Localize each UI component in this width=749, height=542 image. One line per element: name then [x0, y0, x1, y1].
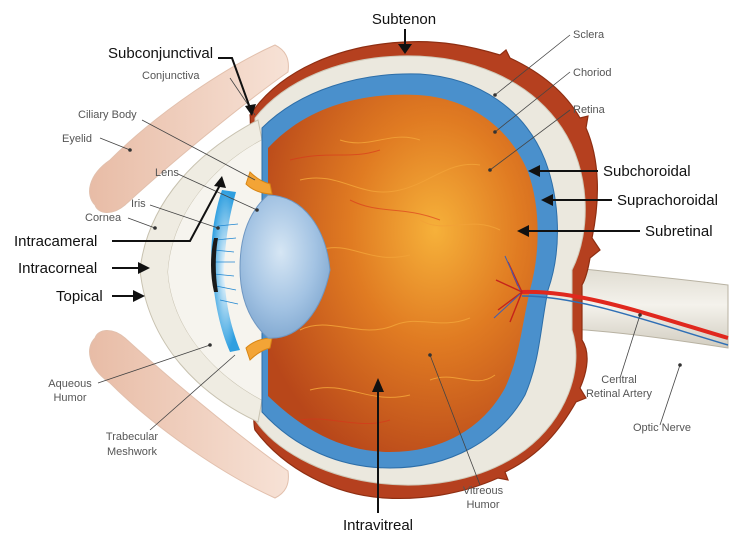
label-vitreous-humor-1: Vitreous [463, 485, 504, 497]
label-sclera: Sclera [573, 29, 605, 41]
label-optic-nerve: Optic Nerve [633, 422, 691, 434]
iris [211, 190, 240, 352]
route-suprachoroidal: Suprachoroidal [617, 192, 718, 209]
label-cornea: Cornea [85, 212, 122, 224]
label-iris: Iris [131, 198, 146, 210]
label-aqueous-humor-2: Humor [53, 392, 86, 404]
vitreous-body [268, 94, 538, 452]
pupil [211, 238, 218, 292]
route-intravitreal: Intravitreal [343, 517, 413, 534]
label-ciliary-body: Ciliary Body [78, 109, 137, 121]
central-retinal-artery [521, 289, 729, 340]
label-choriod: Choriod [573, 67, 612, 79]
leader-dots [128, 93, 682, 367]
label-eyelid: Eyelid [62, 133, 92, 145]
route-subconjunctival: Subconjunctival [108, 45, 213, 62]
upper-eyelid [89, 44, 289, 213]
route-intracorneal: Intracorneal [18, 260, 97, 277]
label-retina: Retina [573, 104, 606, 116]
label-central-retinal-artery-2: Retinal Artery [586, 388, 653, 400]
lens [239, 194, 331, 339]
route-subchoroidal: Subchoroidal [603, 163, 691, 180]
leader-lines [97, 34, 681, 486]
iris-fibers [213, 223, 239, 305]
label-central-retinal-artery-1: Central [601, 374, 636, 386]
label-conjunctiva: Conjunctiva [142, 70, 200, 82]
label-aqueous-humor-1: Aqueous [48, 378, 92, 390]
label-trabecular-meshwork-2: Meshwork [107, 446, 158, 458]
route-intracameral: Intracameral [14, 233, 97, 250]
route-topical: Topical [56, 288, 103, 305]
route-subretinal: Subretinal [645, 223, 713, 240]
retinal-vessels [299, 136, 501, 398]
route-arrows [112, 29, 640, 513]
ciliary-body-upper [245, 171, 273, 195]
lower-eyelid [89, 330, 289, 499]
route-subtenon: Subtenon [372, 11, 436, 28]
label-vitreous-humor-2: Humor [466, 499, 499, 511]
label-lens: Lens [155, 167, 179, 179]
label-trabecular-meshwork-1: Trabecular [106, 431, 159, 443]
